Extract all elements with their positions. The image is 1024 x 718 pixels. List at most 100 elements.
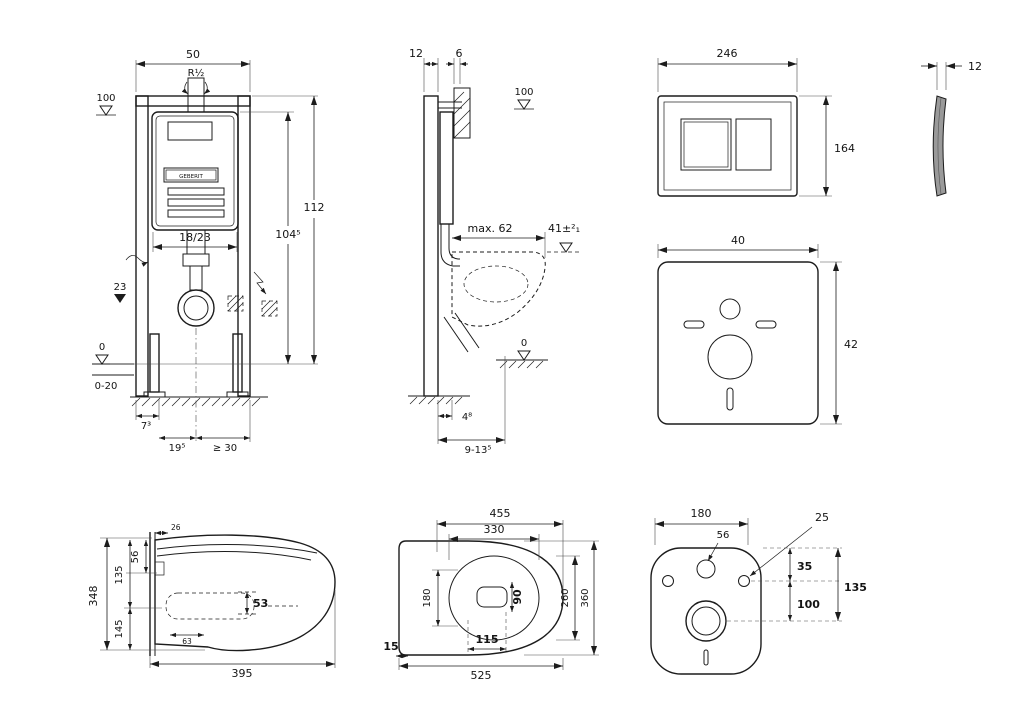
toilet-top-view: 455 330 180 90 115 15 525 260 360	[383, 507, 599, 682]
frame-left-rail	[135, 95, 149, 397]
datum-triangle-icon	[95, 354, 109, 365]
mat-slot-right	[755, 320, 777, 329]
dim-90-label: 90	[511, 589, 524, 605]
flush-button-large	[680, 118, 732, 171]
dim-56-back-label: 56	[717, 530, 730, 541]
dim-115-label: 115	[476, 633, 499, 646]
flush-plate-front-view: 246 164	[657, 47, 855, 197]
bowl-profile	[154, 534, 336, 652]
drain-elbow	[177, 289, 215, 327]
dim-395-label: 395	[232, 667, 253, 680]
datum-100-label: 100	[96, 93, 115, 104]
fixing-hole-left	[662, 575, 674, 587]
dim-41-label: 41±²₁	[548, 222, 580, 235]
dim-4-label: 4⁸	[462, 412, 472, 423]
dim-246-label: 246	[717, 47, 738, 60]
drain-hole	[685, 600, 727, 642]
inner-rim-hidden	[165, 592, 255, 620]
fill-valve-pipe	[187, 77, 205, 113]
datum-triangle-icon	[99, 105, 113, 116]
dim-9-13-label: 9-13⁵	[465, 445, 492, 456]
mat-hole-large	[707, 334, 753, 380]
dim-42-label: 42	[844, 338, 858, 351]
flush-plate-side-view: 12	[921, 60, 982, 197]
dim-112-label: 112	[304, 201, 325, 214]
wall-section	[453, 87, 471, 139]
dim-40-label: 40	[731, 234, 745, 247]
flush-pipe-side	[440, 224, 460, 267]
inlet-hole	[696, 559, 716, 579]
dim-7-label: 7³	[141, 421, 151, 432]
bowl-back-outline	[650, 547, 762, 675]
dim-15-label: 15	[383, 640, 398, 653]
dim-180-label: 180	[422, 588, 433, 607]
dim-330-label: 330	[484, 523, 505, 536]
fixing-hole-right	[738, 575, 750, 587]
frame-top-crossbar	[135, 95, 251, 107]
toilet-side-view: 348 56 135 145 26 53 63 395	[87, 523, 336, 680]
dim-50-label: 50	[186, 48, 200, 61]
dim-145-label: 145	[114, 619, 125, 638]
mat-slot-left	[683, 320, 705, 329]
mat-hole-small	[719, 298, 741, 320]
datum-100-label: 100	[514, 87, 533, 98]
dim-455-label: 455	[490, 507, 511, 520]
datum-triangle-icon	[517, 99, 531, 110]
toilet-back-view: 180 25 56 35 100 135	[650, 507, 867, 675]
dim-25-label: 25	[815, 511, 829, 524]
dim-26-label: 26	[171, 523, 181, 532]
frame-rail-side	[423, 95, 439, 397]
flush-button-small	[735, 118, 772, 171]
wall-anchor-symbol	[227, 295, 278, 317]
dim-104-label: 104⁵	[275, 228, 300, 241]
datum-triangle-icon	[517, 350, 531, 361]
datum-0-label: 0	[99, 342, 105, 353]
brand-label: GEBERIT	[179, 174, 203, 180]
dim-63-label: 63	[182, 637, 192, 646]
frame-side-view: 12 6 100 max. 62 41±²₁ 0 4⁸ 9-13⁵	[408, 47, 582, 456]
inlet-arrow-icon	[203, 81, 211, 95]
dim-56-label: 56	[130, 551, 141, 564]
dim-100-label: 100	[797, 598, 820, 611]
dim-135-label: 135	[114, 565, 125, 584]
insulation-mat	[657, 261, 819, 425]
dim-164-label: 164	[834, 142, 855, 155]
flush-plate-profile	[932, 95, 947, 197]
dim-0-20-label: 0-20	[95, 381, 118, 392]
mat-slot-bottom	[726, 387, 734, 411]
wc-pan-outline-dashed	[451, 251, 546, 327]
cistern	[151, 111, 239, 231]
dim-525-label: 525	[471, 669, 492, 682]
inlet-arrow-icon	[181, 81, 189, 95]
arrow-down-icon	[114, 294, 126, 303]
dim-53-label: 53	[253, 597, 268, 610]
frame-left-foot	[149, 333, 160, 393]
dim-30-label: ≥ 30	[213, 443, 237, 454]
outlet-opening	[476, 586, 508, 608]
dim-12-depth-label: 12	[968, 60, 982, 73]
dim-19-label: 19⁵	[169, 443, 186, 454]
cistern-side	[439, 111, 454, 225]
datum-triangle-icon	[559, 242, 573, 253]
dim-12-label: 12	[409, 47, 423, 60]
dim-348-label: 348	[87, 586, 100, 607]
flush-valve	[167, 121, 213, 141]
water-supply-arrow-icon	[125, 255, 149, 267]
dim-135-back-label: 135	[844, 581, 867, 594]
wall-hatch	[453, 91, 471, 139]
dim-6-label: 6	[456, 47, 463, 60]
power-supply-arrow-icon	[253, 271, 267, 295]
brand-plate	[163, 167, 219, 183]
seat-line	[156, 544, 318, 554]
dim-35-label: 35	[797, 560, 812, 573]
bowl-outline-top	[398, 540, 564, 656]
dim-max62-label: max. 62	[468, 222, 513, 235]
flush-plate	[657, 95, 798, 197]
inner-rim	[448, 555, 540, 641]
frame-right-rail	[237, 95, 251, 397]
drain-pipe	[443, 312, 480, 353]
dim-260-label: 260	[560, 588, 571, 607]
dim-18-23-label: 18/23	[179, 231, 211, 244]
